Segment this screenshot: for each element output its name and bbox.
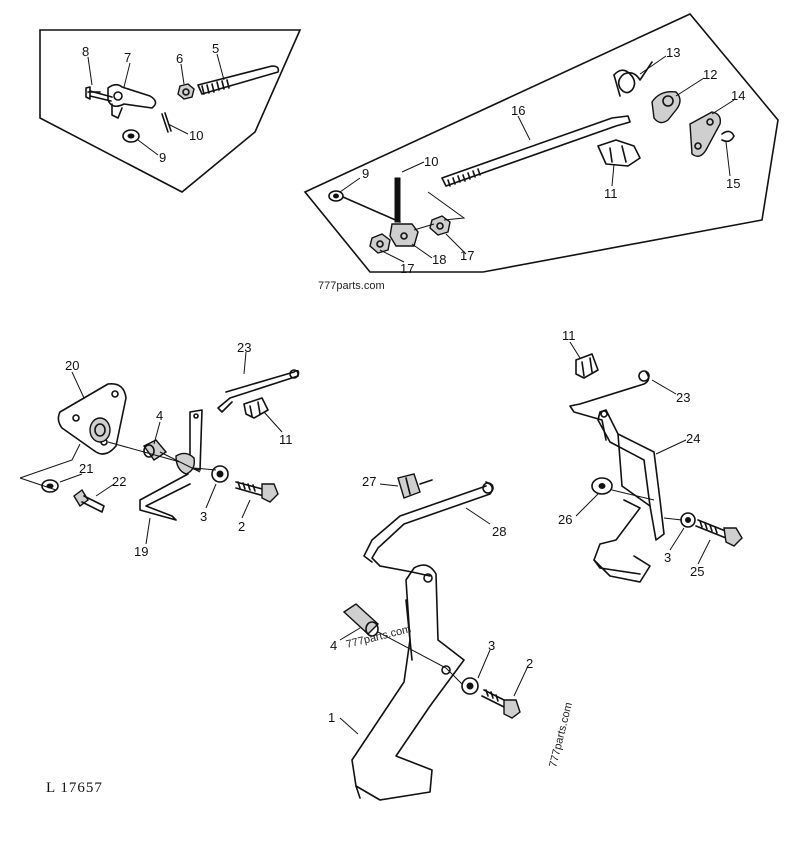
part-clip-15 xyxy=(721,130,735,143)
callout-16: 16 xyxy=(511,103,525,118)
callouts-box2: 13 12 14 16 15 11 10 9 18 17 17 xyxy=(339,45,745,276)
leader-lines-center xyxy=(377,631,463,685)
part-bolt-25 xyxy=(695,519,743,547)
part-clip-11-right xyxy=(575,353,599,379)
callout-3-left: 3 xyxy=(200,509,207,524)
leader-lines-right xyxy=(611,489,683,521)
callouts-center: 27 28 4 3 2 1 xyxy=(328,474,533,735)
callouts-right: 11 23 24 26 3 25 xyxy=(558,328,711,579)
callout-7: 7 xyxy=(124,50,131,65)
part-rod-28 xyxy=(363,481,494,577)
watermark-top: 777parts.com xyxy=(318,280,385,292)
callout-18: 18 xyxy=(432,252,446,267)
figure-reference: L 17657 xyxy=(46,780,103,796)
part-rod-16 xyxy=(441,115,631,187)
part-clevis-7 xyxy=(107,83,157,119)
part-bolt-2-left xyxy=(235,481,279,503)
part-pedal-arm-19 xyxy=(139,409,203,521)
callout-11-box2: 11 xyxy=(604,186,618,201)
callout-22: 22 xyxy=(112,474,126,489)
part-pin-10 xyxy=(161,112,172,133)
callout-8: 8 xyxy=(82,44,89,59)
part-washer-3-center xyxy=(461,677,479,695)
callout-17-right: 17 xyxy=(460,248,474,263)
inset-frame-right xyxy=(303,13,779,273)
callout-9: 9 xyxy=(159,150,166,165)
watermark-right: 777parts.com xyxy=(547,701,575,769)
part-clip-11-left xyxy=(243,397,269,419)
part-bushing-4-left xyxy=(142,439,168,461)
part-block-18 xyxy=(389,223,419,247)
callout-25: 25 xyxy=(690,564,704,579)
part-clip-11-top xyxy=(597,139,641,167)
part-bolt-2-center xyxy=(481,689,521,719)
part-pedal-1 xyxy=(351,564,465,801)
callout-24: 24 xyxy=(686,431,700,446)
part-pin-10-right xyxy=(394,177,401,223)
callout-27: 27 xyxy=(362,474,376,489)
part-spring-13 xyxy=(613,61,653,97)
callout-10: 10 xyxy=(189,128,203,143)
part-lever-12 xyxy=(651,91,681,124)
part-washer-9-right xyxy=(328,190,401,223)
callout-6: 6 xyxy=(176,51,183,66)
part-lever-14 xyxy=(689,111,722,157)
callout-17-left: 17 xyxy=(400,261,414,276)
callouts-left: 20 4 23 11 21 22 3 2 19 xyxy=(59,340,293,559)
callout-14: 14 xyxy=(731,88,745,103)
callout-1: 1 xyxy=(328,710,335,725)
callout-4-center: 4 xyxy=(330,638,337,653)
part-arm-24 xyxy=(597,409,665,541)
callouts-box1: 8 7 6 5 10 9 xyxy=(82,41,225,165)
callout-11-right: 11 xyxy=(562,328,576,343)
part-bolt-22 xyxy=(73,488,105,513)
part-washer-3-left xyxy=(211,465,229,483)
part-nut-6 xyxy=(177,83,195,100)
part-nut-17-right xyxy=(429,215,451,236)
callout-3-center: 3 xyxy=(488,638,495,653)
part-rod-5 xyxy=(197,65,280,95)
part-washer-26 xyxy=(591,477,613,495)
callout-21: 21 xyxy=(79,461,93,476)
callout-2-left: 2 xyxy=(238,519,245,534)
callout-23-left: 23 xyxy=(237,340,251,355)
part-washer-9 xyxy=(122,129,140,143)
callout-28: 28 xyxy=(492,524,506,539)
callout-10-box2: 10 xyxy=(424,154,438,169)
callout-2-center: 2 xyxy=(526,656,533,671)
callout-12: 12 xyxy=(703,67,717,82)
leader-lines-left xyxy=(19,441,217,491)
callout-20: 20 xyxy=(65,358,79,373)
rod-connection-lines xyxy=(413,191,466,231)
part-clip-27 xyxy=(397,473,433,499)
part-rod-23-left xyxy=(217,369,300,413)
callout-26: 26 xyxy=(558,512,572,527)
callout-15: 15 xyxy=(726,176,740,191)
part-nut-17-left xyxy=(369,233,391,254)
callout-4-left: 4 xyxy=(156,408,163,423)
callout-3-right: 3 xyxy=(664,550,671,565)
callout-23-right: 23 xyxy=(676,390,690,405)
part-rod-23-right xyxy=(569,370,650,441)
part-bushing-4-center xyxy=(342,603,380,637)
callout-5: 5 xyxy=(212,41,219,56)
callout-9-box2: 9 xyxy=(362,166,369,181)
part-bracket-20 xyxy=(57,382,127,455)
part-washer-3-right xyxy=(680,512,696,528)
callout-13: 13 xyxy=(666,45,680,60)
callout-11-left: 11 xyxy=(279,432,293,447)
callout-19: 19 xyxy=(134,544,148,559)
part-pedal-pad-right xyxy=(593,499,651,583)
inset-frame-left xyxy=(39,29,302,193)
